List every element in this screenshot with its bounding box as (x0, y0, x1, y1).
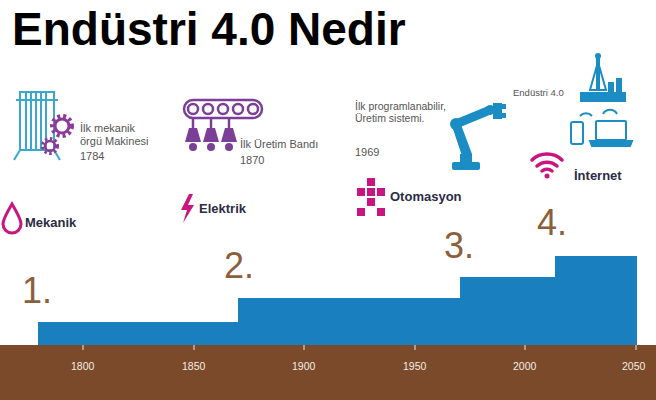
wifi-icon (532, 154, 562, 178)
step-number: 4. (537, 205, 567, 241)
lamp-icons (185, 128, 237, 151)
step-number: 2. (224, 248, 254, 284)
axis-year: 1800 (71, 360, 94, 372)
automation-icon (357, 178, 385, 216)
milestone-text: İlk programlanabilir, Üretim sistemi. (355, 100, 447, 124)
axis-year: 2000 (513, 360, 536, 372)
device-icons (571, 110, 632, 146)
era-name: Otomasyon (390, 190, 462, 205)
robot-arm-icon (450, 103, 506, 170)
axis-year: 1950 (403, 360, 426, 372)
milestone-year: 1969 (355, 146, 379, 159)
loom-icon (14, 92, 72, 160)
drop-icon (3, 204, 21, 233)
axis-band (0, 345, 656, 400)
milestone-text: İlk Üretim Bandı (240, 138, 318, 151)
era-name: Elektrik (199, 202, 246, 217)
milestone-year: 1870 (240, 154, 264, 167)
step-number: 3. (444, 228, 474, 264)
factory-icon (580, 53, 626, 102)
era-name: Mekanik (25, 216, 76, 231)
milestone-text: Endüstri 4.0 (513, 88, 564, 99)
axis-year: 1900 (292, 360, 315, 372)
axis-ticks (83, 345, 636, 350)
axis-year: 1850 (182, 360, 205, 372)
axis-year: 2050 (622, 360, 645, 372)
page-title: Endüstri 4.0 Nedir (12, 4, 406, 55)
step-bars (38, 256, 637, 345)
milestone-text: İlk mekanik örgü Makinesi (80, 122, 158, 147)
conveyor-icon (184, 100, 262, 128)
milestone-year: 1784 (80, 150, 104, 163)
lightning-icon (181, 194, 194, 223)
step-number: 1. (22, 273, 52, 309)
era-name: İnternet (574, 169, 622, 184)
